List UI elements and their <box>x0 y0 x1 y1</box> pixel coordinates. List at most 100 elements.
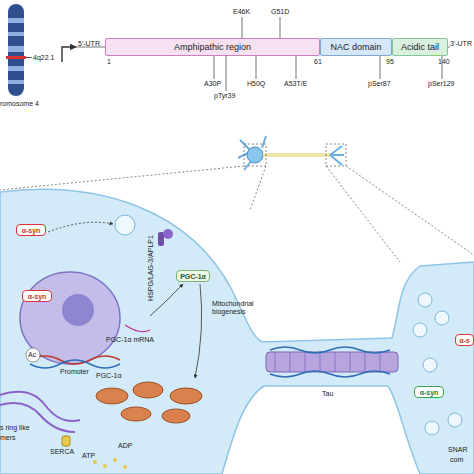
annotation-label: mers <box>0 434 16 442</box>
protein-tag: PGC-1α <box>176 270 210 282</box>
protein-tag: α-s <box>455 334 474 346</box>
node-text: Amphipathic region <box>174 42 251 52</box>
node-text: α-syn <box>420 389 439 396</box>
biogenesis-arrow <box>195 284 202 378</box>
zoom-line <box>250 166 266 210</box>
locus-marker <box>6 56 26 59</box>
mitochondrion <box>162 409 190 423</box>
mitochondrion <box>170 388 202 404</box>
translation-arrow <box>150 284 183 316</box>
neuron-body <box>0 189 474 474</box>
node-text: α-s <box>459 337 470 344</box>
microtubule <box>266 352 398 372</box>
synaptic-vesicle <box>448 413 462 427</box>
dna-strand <box>30 360 120 368</box>
zoom-line <box>0 166 244 190</box>
annotation-label: ATP <box>82 452 95 460</box>
annotation-label: E46K <box>233 8 250 16</box>
annotation-label: Ac <box>28 351 36 359</box>
tick-line <box>296 56 297 79</box>
chromosome-band <box>8 46 24 52</box>
annotation-label: G51D <box>271 8 289 16</box>
synaptic-vesicle <box>413 323 427 337</box>
synaptic-vesicle <box>423 358 437 372</box>
node-text: α-syn <box>28 293 47 300</box>
annotation-label: pSer87 <box>368 80 391 88</box>
protein-tag: α-syn <box>414 386 444 398</box>
node-text: NAC domain <box>330 42 381 52</box>
chromosome-band <box>8 80 24 84</box>
annotation-label: pTyr39 <box>214 92 235 100</box>
annotation-label: PGC-1α mRNA <box>106 336 154 344</box>
annotation-label: pSer129 <box>428 80 454 88</box>
tick-line <box>214 56 215 79</box>
annotation-label: SNAR <box>448 446 467 454</box>
calcium-ion <box>103 464 107 468</box>
chromosome-band <box>8 66 24 71</box>
zoom-box <box>244 144 266 166</box>
annotation-label: 3'-UTR <box>450 40 472 48</box>
annotation-label: Mitochondrial biogenesis <box>212 300 262 316</box>
calcium-ion <box>113 458 117 462</box>
nucleus <box>20 272 120 364</box>
node-text: PGC-1α <box>180 273 206 280</box>
mitochondrion <box>133 382 163 398</box>
leader-line <box>26 57 32 58</box>
protein-tag: α-syn <box>22 290 52 302</box>
microtubule-segment <box>275 352 380 372</box>
chromosome <box>8 4 24 96</box>
receptor <box>163 229 173 239</box>
zoom-line <box>326 166 400 262</box>
annotation-label: com <box>450 456 463 464</box>
tick-line <box>256 56 257 79</box>
annotation-label: 140 <box>438 58 450 66</box>
calcium-ion <box>93 460 97 464</box>
annotation-label: ADP <box>118 442 132 450</box>
annotation-label: Tau <box>322 390 333 398</box>
tick-line <box>280 17 281 38</box>
axon <box>263 153 330 157</box>
endoplasmic-reticulum <box>0 392 80 432</box>
mitochondrion <box>121 407 151 421</box>
annotation-label: 95 <box>386 58 394 66</box>
node-text: α-syn <box>22 227 41 234</box>
uptake-arrow <box>48 222 113 232</box>
mitochondrion <box>96 388 128 404</box>
chromosome-band <box>8 18 24 23</box>
annotation-label: A30P <box>204 80 221 88</box>
synaptic-vesicle <box>435 311 449 325</box>
gene-arrow <box>62 47 76 62</box>
domain-box: Acidic tail <box>392 38 448 56</box>
tick-line <box>226 56 227 91</box>
annotation-label: 5'-UTR <box>78 40 100 48</box>
annotation-label: PGC-1α <box>96 372 121 380</box>
zoom-box <box>326 144 346 166</box>
tau-protein <box>270 347 390 353</box>
mrna-strand <box>125 325 150 332</box>
annotation-label: romosome 4 <box>0 100 39 108</box>
serca-pump <box>62 436 70 446</box>
annotation-label: 4q22.1 <box>33 54 54 62</box>
annotation-label: A53T/E <box>284 80 307 88</box>
synaptic-vesicle <box>425 421 439 435</box>
annotation-label: s ring like <box>0 424 30 432</box>
calcium-ion <box>123 465 127 469</box>
annotation-label: Promoter <box>60 368 89 376</box>
dendrite <box>238 136 266 170</box>
zoom-line <box>346 166 474 255</box>
acetyl-mark <box>26 348 40 362</box>
domain-box: NAC domain <box>320 38 392 56</box>
domain-box: Amphipathic region <box>105 38 320 56</box>
chromosome-band <box>8 32 24 36</box>
node-text: Acidic tail <box>401 42 439 52</box>
protein-tag: α-syn <box>16 224 46 236</box>
annotation-label: SERCA <box>50 448 74 456</box>
annotation-label: H50Q <box>247 80 265 88</box>
annotation-label: HSPG/LAG-3/APLP1 <box>147 235 155 301</box>
vesicle <box>115 215 135 235</box>
nucleolus <box>62 294 94 326</box>
tick-line <box>242 17 243 38</box>
axon-terminal <box>330 146 344 165</box>
neuron-soma <box>247 147 263 163</box>
tick-line <box>380 56 381 79</box>
